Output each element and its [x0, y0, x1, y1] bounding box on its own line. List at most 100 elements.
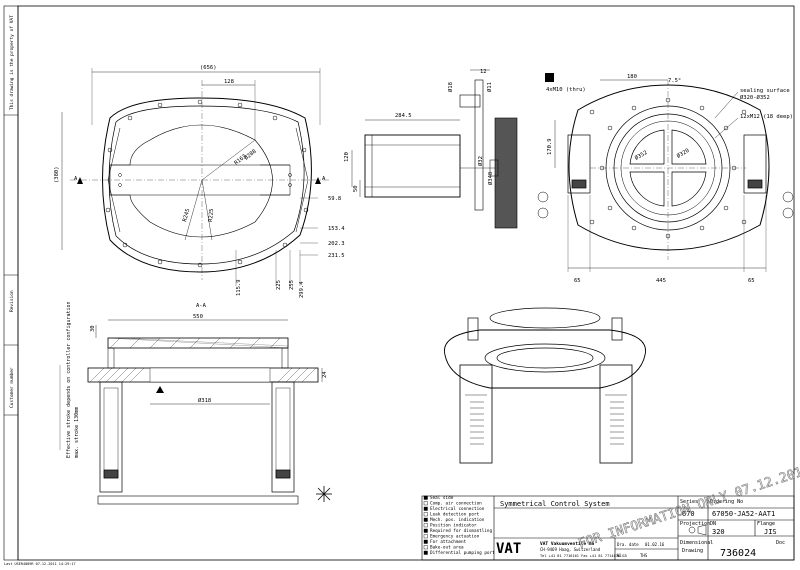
title-block	[421, 495, 795, 561]
visa-label: Visa	[617, 553, 627, 558]
dim-d352: Ø352	[634, 149, 649, 162]
flange-label: Flange	[757, 521, 775, 527]
dim-550: 550	[193, 314, 203, 320]
dim-d11: Ø11	[486, 82, 493, 92]
order-no-label: Ordering No	[710, 499, 743, 505]
legend-symbol-7	[423, 534, 428, 539]
dim-30: 30	[90, 325, 96, 332]
order-no-value: 67050-JA52-AAT1	[712, 510, 775, 518]
seal-side-symbol	[545, 73, 554, 82]
legend-item-9: Bake-out area	[430, 545, 464, 551]
dim-120: 120	[344, 152, 350, 162]
legend-symbol-0	[423, 495, 428, 500]
section-marker-left	[77, 177, 83, 184]
product-name: Symmetrical Control System	[500, 500, 610, 508]
doc-no-label: Doc	[776, 540, 785, 546]
for-information-watermark: FOR INFORMATION ONLY 07.12.2011	[577, 463, 800, 552]
section-label-a-right: A	[322, 176, 326, 182]
dim-12: 12	[480, 69, 487, 75]
doc-type-label-2: Drawing	[682, 548, 703, 554]
bottom-left-note: Last USER4009R 07.12.2011 14:29:17	[4, 562, 76, 566]
dim-12xm12: 12xM12 (18 deep)	[740, 114, 793, 120]
date-value: 01.02.16	[645, 542, 665, 547]
legend-symbol-8	[423, 539, 428, 544]
isometric-view	[444, 307, 646, 464]
section-arrow	[156, 386, 164, 393]
dim-d348: Ø348	[487, 172, 494, 185]
section-title: A-A	[196, 303, 207, 309]
dim-284-5: 284.5	[395, 113, 412, 119]
asterisk-symbol	[316, 486, 332, 502]
dim-202-3: 202.3	[328, 241, 345, 247]
dim-50: 50	[353, 185, 359, 192]
legend-symbol-3	[423, 512, 428, 517]
customer-number-label: Customer number	[9, 367, 15, 408]
company-phone: Tel +41 81 7716161 Fax +41 81 7714830	[540, 554, 620, 558]
dim-65-left: 65	[574, 278, 581, 284]
dim-d18: Ø18	[447, 82, 454, 92]
legend-item-1: Comp. air connection	[430, 501, 482, 507]
actuator-ribs	[470, 401, 624, 445]
dim-115-9: 115.9	[236, 279, 242, 296]
section-hatching	[89, 337, 317, 383]
series-value: 670	[682, 510, 695, 518]
legend-symbol-2	[423, 506, 428, 511]
sealing-surface-dims: Ø320-Ø352	[740, 94, 770, 101]
doc-number: 736024	[720, 548, 756, 559]
property-note: This drawing is the property of VAT	[9, 15, 15, 110]
dim-231-5: 231.5	[328, 253, 345, 259]
legend-symbol-4	[423, 517, 428, 522]
dim-380: (380)	[54, 166, 60, 183]
dim-d320: Ø320	[676, 147, 691, 160]
side-view	[351, 69, 518, 229]
top-view	[61, 68, 330, 286]
legend-item-2: Electrical connection	[430, 506, 485, 512]
series-label: Series	[680, 499, 698, 505]
dim-128: 128	[224, 79, 234, 85]
dim-153-4: 153.4	[328, 226, 345, 232]
dim-d318: Ø318	[198, 397, 211, 404]
dim-total-width: (656)	[200, 65, 217, 71]
legend-item-10: Differential pumping port	[430, 550, 495, 556]
legend-item-7: Emergency actuation	[430, 534, 480, 540]
dim-24: 24	[322, 371, 328, 378]
company-name: VAT Vakuumventile AG	[540, 541, 594, 547]
visa-value: THS	[640, 553, 648, 558]
projection-symbol	[688, 524, 707, 536]
dim-255: 255	[289, 280, 295, 290]
legend-symbol-1	[423, 501, 428, 506]
sealing-surface-label: sealing surface	[740, 88, 790, 94]
legend-item-6: Required for dismantling	[430, 528, 492, 534]
vat-logo: VAT	[496, 541, 521, 557]
dim-4xm10: 4xM10 (thru)	[546, 87, 586, 93]
section-label-a-left: A	[74, 176, 78, 182]
dim-170-9: 170.9	[547, 138, 553, 155]
date-label: Dra. date	[617, 542, 639, 547]
legend-item-3: Leak detection port	[430, 512, 480, 518]
dn-value: 320	[712, 528, 725, 536]
dim-59-8: 59.8	[328, 196, 341, 202]
dim-angle: 7.5°	[668, 78, 681, 84]
legend-symbol-5	[423, 523, 428, 528]
dim-r245: R245	[182, 208, 191, 222]
stroke-note-2: max. stroke 130mm	[74, 407, 80, 458]
legend-item-0: Seal side	[430, 495, 454, 501]
sheet-border	[17, 5, 795, 561]
revision-label: Revision	[9, 290, 15, 312]
dim-180: 180	[627, 74, 637, 80]
legend-item-8: For attachment	[430, 539, 467, 545]
front-view	[554, 79, 770, 272]
projection-label: Projection	[680, 521, 710, 527]
dim-r225: R225	[208, 208, 215, 222]
doc-type-label: Dimensional	[680, 540, 713, 546]
section-view	[59, 319, 323, 505]
pump-port-symbols	[537, 191, 794, 219]
company-address: CH-9469 Haag, Switzerland	[540, 547, 601, 552]
dim-225: 225	[276, 280, 282, 290]
dim-299-4: 299.4	[299, 281, 305, 298]
legend-symbol-6	[423, 528, 428, 533]
legend-symbol-9	[423, 545, 428, 550]
left-margin-strip	[3, 5, 19, 561]
